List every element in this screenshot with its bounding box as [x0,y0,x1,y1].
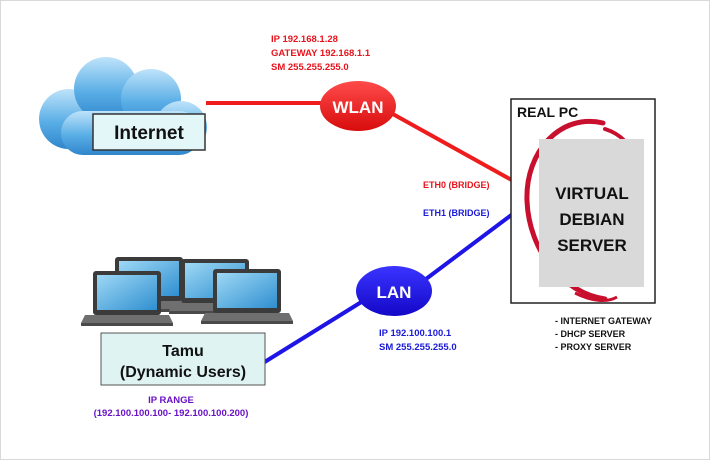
realpc-lan-link [424,211,516,281]
virtual-server-box [539,139,644,287]
eth0-label: ETH0 (BRIDGE) [423,180,490,190]
wlan-gateway-text: GATEWAY 192.168.1.1 [271,48,371,59]
users-label-line1: Tamu [162,343,203,360]
lan-node [356,266,432,316]
internet-label-box [92,113,206,151]
wlan-label: WLAN [333,98,384,117]
users-label-line2: (Dynamic Users) [120,364,246,381]
role-internet-gateway: - INTERNET GATEWAY [555,316,652,326]
laptops-icon [81,257,293,326]
wlan-realpc-link [390,111,518,185]
role-proxy-server: - PROXY SERVER [555,342,632,352]
lan-label: LAN [377,283,412,302]
lan-ip-text: IP 192.100.100.1 [379,328,452,339]
lan-subnet-text: SM 255.255.255.0 [379,342,457,353]
vm-label-line1: VIRTUAL [555,184,629,203]
users-box [100,332,266,386]
real-pc-title: REAL PC [517,104,578,120]
role-dhcp-server: - DHCP SERVER [555,329,626,339]
ip-range-title: IP RANGE [148,395,194,406]
wlan-node [320,81,396,131]
vm-label-line2: DEBIAN [559,210,624,229]
wlan-ip-text: IP 192.168.1.28 [271,34,338,45]
wlan-subnet-text: SM 255.255.255.0 [271,62,349,73]
ip-range-value: (192.100.100.100- 192.100.100.200) [94,408,249,419]
eth1-label: ETH1 (BRIDGE) [423,208,490,218]
internet-label: Internet [114,123,184,144]
lan-users-link [261,299,365,365]
vm-label-line3: SERVER [557,236,627,255]
